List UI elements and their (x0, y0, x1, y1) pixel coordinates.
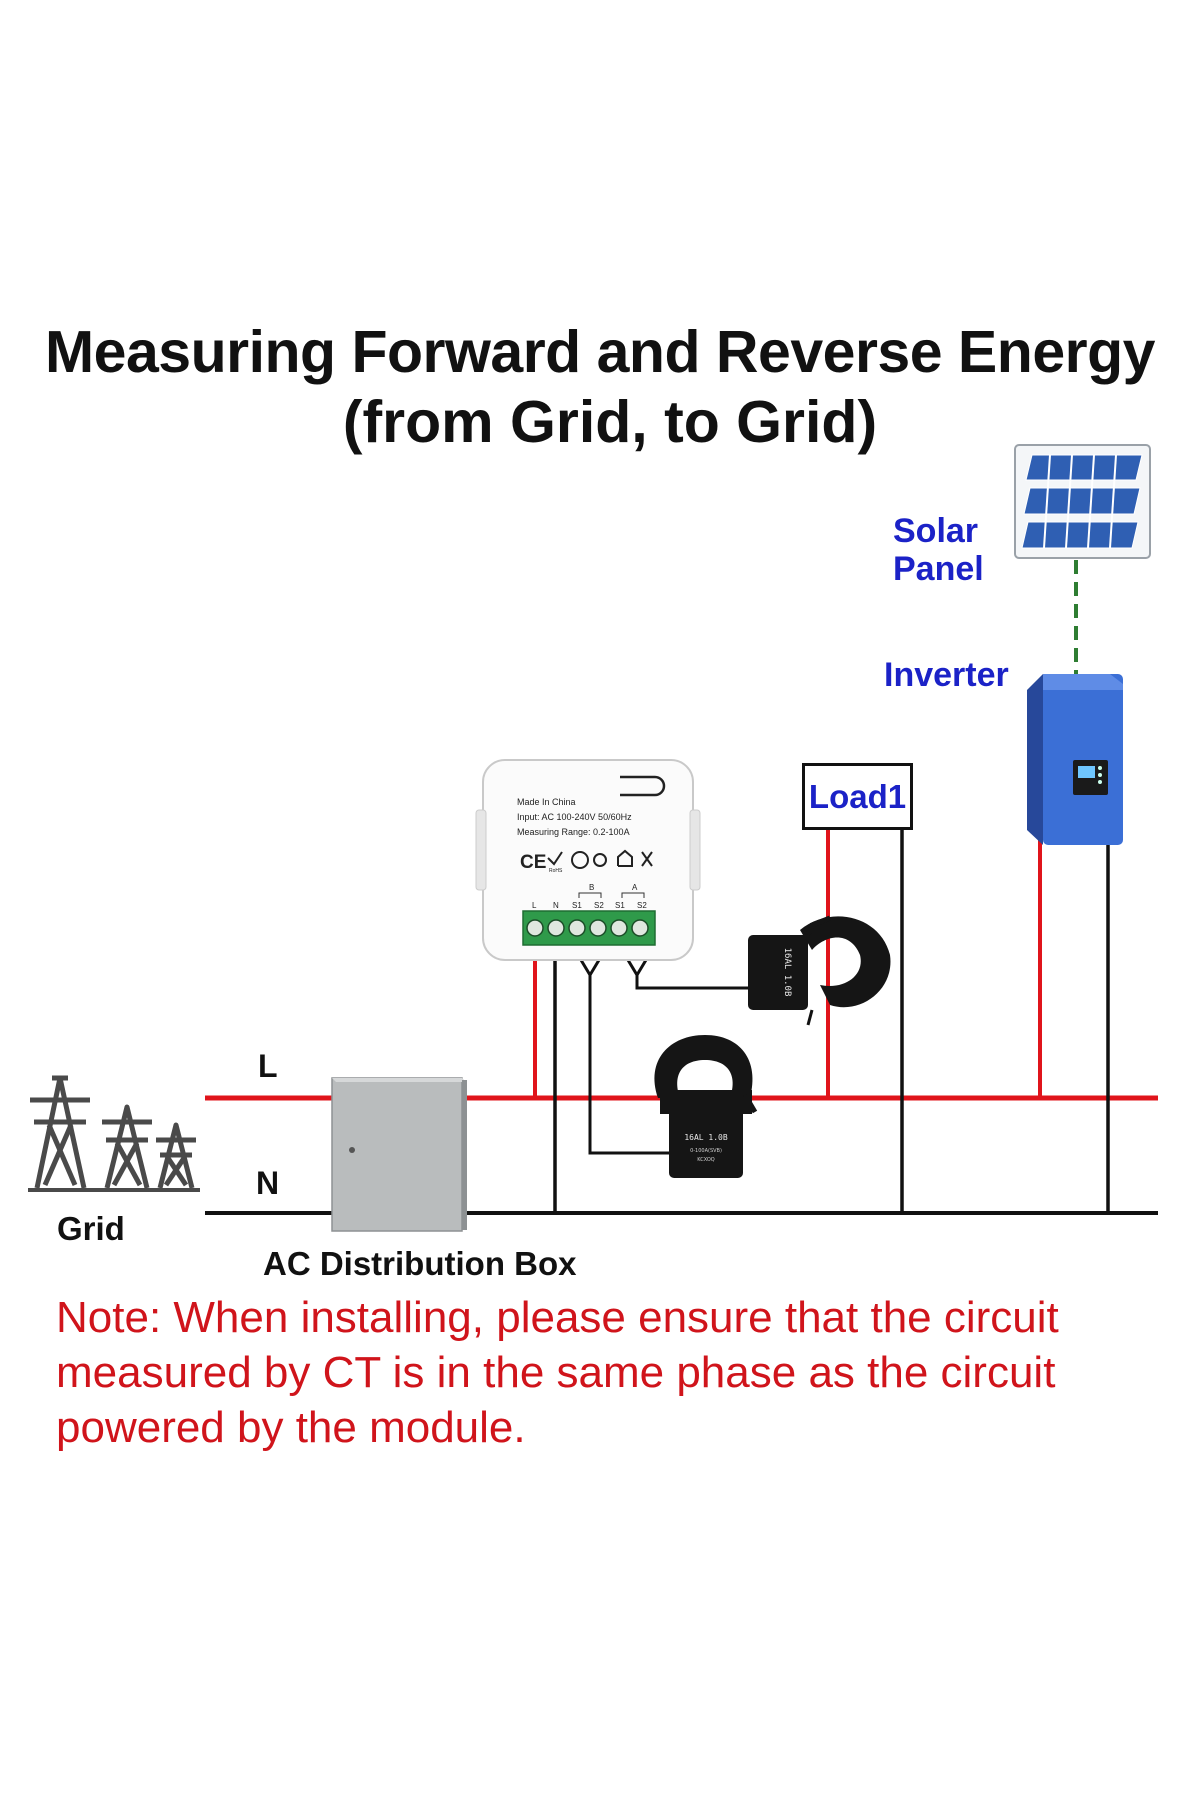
ct-b-model: 16AL 1.0B (684, 1133, 728, 1142)
power-tower-icon (28, 1075, 200, 1192)
module-channel-a: A (632, 883, 638, 892)
energy-meter-module: Made In China Input: AC 100-240V 50/60Hz… (475, 759, 701, 961)
grid-label: Grid (57, 1210, 125, 1247)
diagram-title-line1: Measuring Forward and Reverse Energy (45, 319, 1155, 385)
module-cert-icons (547, 849, 653, 869)
svg-text:S1: S1 (615, 901, 625, 910)
ct-a-wire-route (635, 975, 752, 990)
module-input-spec: Input: AC 100-240V 50/60Hz (517, 812, 632, 822)
module-range: Measuring Range: 0.2-100A (517, 827, 630, 837)
neutral-line-label: N (256, 1165, 280, 1201)
solar-panel-label-line2: Panel (893, 550, 984, 588)
ac-distribution-box-label: AC Distribution Box (263, 1245, 577, 1282)
diagram-title-line2: (from Grid, to Grid) (342, 389, 878, 455)
ct-b-wire-route (588, 975, 672, 1155)
live-line-label: L (258, 1048, 278, 1084)
module-channel-b: B (589, 883, 594, 892)
ct-b-extra: KCXOQ (697, 1157, 715, 1163)
load1-label: Load1 (808, 777, 907, 815)
ct-sensor-a: 16AL 1.0B (748, 915, 891, 1026)
installation-note: Note: When installing, please ensure tha… (56, 1290, 1156, 1455)
ct-b-spec: 0-100A(SVB) (690, 1148, 722, 1154)
module-made-in: Made In China (517, 797, 576, 807)
module-terminal-labels: L N S1 S2 S1 S2 (532, 901, 647, 910)
svg-text:L: L (532, 901, 537, 910)
svg-text:S1: S1 (572, 901, 582, 910)
solar-panel-icon (1014, 444, 1151, 559)
svg-text:S2: S2 (594, 901, 604, 910)
module-rohs-mark: RoHS (549, 868, 563, 874)
note-prefix: Note: (56, 1293, 162, 1342)
module-ce-mark: CE (520, 852, 546, 873)
note-text: When installing, please ensure that the … (56, 1293, 1059, 1452)
load1-box: Load1 (802, 763, 913, 830)
svg-text:N: N (553, 901, 559, 910)
inverter-device (1027, 674, 1123, 845)
ct-a-model: 16AL 1.0B (782, 948, 792, 997)
ac-distribution-box (331, 1077, 467, 1232)
ct-sensor-b: 16AL 1.0B 0-100A(SVB) KCXOQ (654, 1035, 758, 1178)
solar-panel-label-line1: Solar (893, 512, 979, 550)
inverter-label: Inverter (884, 656, 1009, 694)
svg-text:S2: S2 (637, 901, 647, 910)
